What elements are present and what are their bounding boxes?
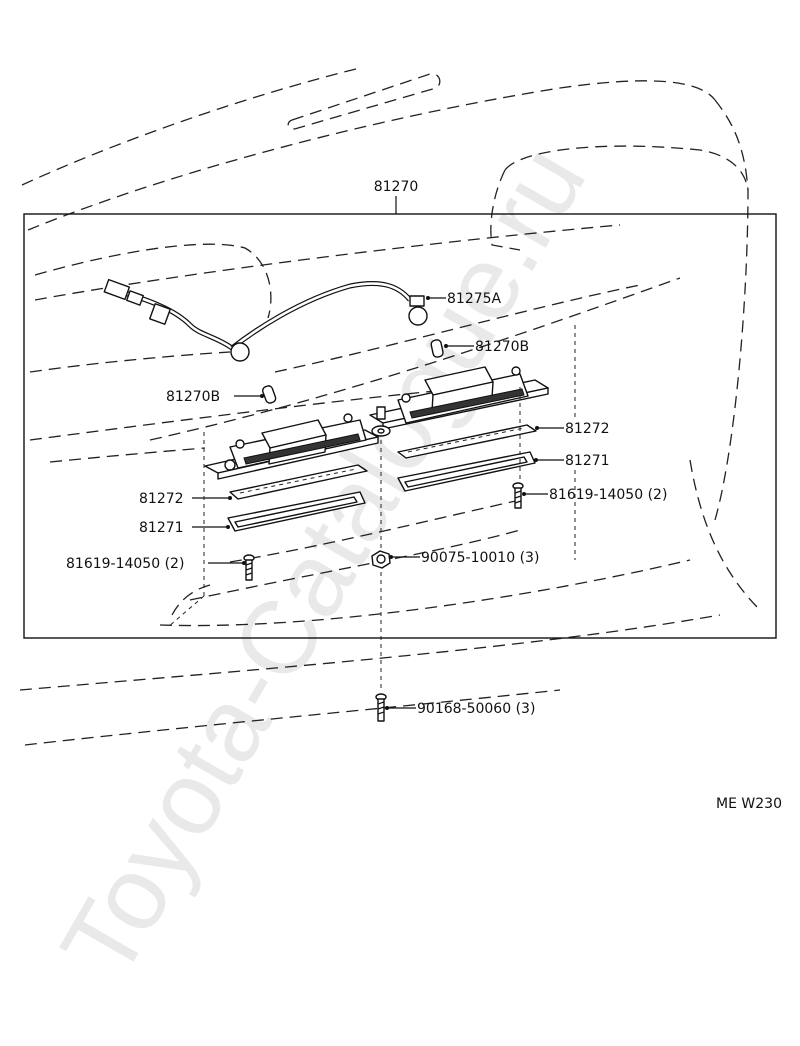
vehicle-body-outline	[19, 67, 761, 746]
lamp-housing-left	[204, 413, 379, 480]
nut	[371, 550, 391, 569]
lens-right-dot	[534, 458, 538, 462]
bulb-left	[261, 385, 277, 404]
lens-right	[397, 451, 536, 492]
lens-left-label: 81271	[139, 520, 184, 536]
lens-left-dot	[226, 525, 230, 529]
bulb-left-dot	[260, 394, 264, 398]
gasket-left-dot	[228, 496, 232, 500]
lens-left	[227, 491, 366, 532]
bolt	[375, 693, 387, 722]
screw-right-dot	[522, 492, 526, 496]
gasket-right-label: 81272	[565, 421, 610, 437]
nut-label: 90075-10010 (3)	[421, 550, 539, 566]
fastening-axis-lines	[167, 325, 576, 690]
wire-label: 81275A	[447, 291, 502, 307]
gasket-right-dot	[535, 426, 539, 430]
assembly-frame	[23, 213, 777, 639]
gasket-left-label: 81272	[139, 491, 184, 507]
gasket-left	[229, 464, 368, 500]
bulb-right	[430, 339, 444, 358]
bulb-right-label: 81270B	[475, 339, 529, 355]
screw-right-label: 81619-14050 (2)	[549, 487, 667, 503]
bulb-left-label: 81270B	[166, 389, 220, 405]
wire-leader-dot	[426, 296, 430, 300]
screw-right	[512, 482, 524, 509]
bulb-right-dot	[444, 344, 448, 348]
lamp-housing-right	[369, 366, 549, 430]
screw-left-label: 81619-14050 (2)	[66, 556, 184, 572]
bolt-label: 90168-50060 (3)	[417, 701, 535, 717]
gasket-right	[397, 424, 537, 459]
lens-right-label: 81271	[565, 453, 610, 469]
wire-harness	[103, 278, 428, 362]
screw-left-dot	[242, 561, 246, 565]
center-washer	[371, 406, 391, 437]
assembly-label: 81270	[374, 179, 419, 195]
screw-left	[243, 554, 255, 581]
figure-code: ME W230	[716, 796, 782, 812]
nut-leader-dot	[389, 555, 393, 559]
bolt-leader-dot	[385, 706, 389, 710]
